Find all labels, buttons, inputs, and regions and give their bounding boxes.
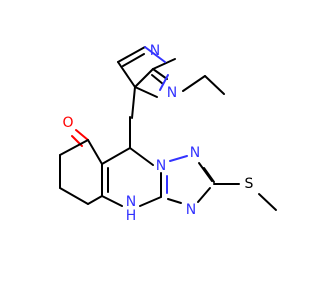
bond-c3-c4-pyrazole <box>134 68 154 88</box>
bond-ring-pyrazole-n-n <box>159 74 169 91</box>
atom-h-amine: H <box>126 208 137 224</box>
bond-c4-c5-pyrazole-inner <box>151 74 164 85</box>
bond-n2-c-triazole-inner <box>203 167 215 183</box>
atom-labels: N N O N N N S N H <box>62 43 253 224</box>
bond-central-to-n-triazole <box>129 147 154 166</box>
atom-o-ketone: O <box>62 115 73 131</box>
bond-ring-pyrazole-b-inner <box>122 53 145 67</box>
bond-c8a-c8 <box>87 139 103 165</box>
core-bonds <box>59 116 277 211</box>
pyrazole-ring <box>117 46 225 119</box>
bond-nh-c3a <box>139 196 162 207</box>
atom-n-pyrazole-2: N <box>167 85 177 101</box>
bond-n2-c-triazole <box>198 162 213 182</box>
bond-c4-c5-pyrazole <box>152 68 168 80</box>
bond-c5-c1-pyrazole <box>152 58 176 70</box>
bond-s-methyl <box>258 193 277 211</box>
atom-n-pyrazole-1: N <box>150 43 160 59</box>
bond-c8-o-1 <box>75 129 89 141</box>
bond-c5-c4a <box>87 195 103 205</box>
bond-ethyl-2 <box>204 75 225 95</box>
bond-c-n1 <box>134 86 158 98</box>
atom-n-amine: N <box>126 194 136 210</box>
atom-n-triazole-a: N <box>156 158 166 174</box>
bond-central-to-c8a <box>101 147 131 165</box>
atom-s-thioether: S <box>245 176 254 192</box>
bond-ring-pyrazole-c <box>144 46 166 63</box>
bond-c8-c7 <box>59 139 89 156</box>
bond-ethyl-1 <box>182 75 206 92</box>
molecule-structure-diagram: N N O N N N S N H <box>59 43 277 224</box>
bond-n1-n2-triazole <box>169 155 188 162</box>
bond-c6-c5 <box>59 187 89 205</box>
bond-ring-pyrazole-b <box>117 46 146 63</box>
bond-c3-c2-pyrazole <box>131 86 136 119</box>
bond-n3-c3a <box>167 198 182 204</box>
bond-c4a-nh <box>101 195 123 207</box>
bond-c-n3-triazole <box>197 187 211 203</box>
bond-ring-pyrazole-a <box>117 61 136 88</box>
atom-n-triazole-c: N <box>186 202 196 218</box>
atom-n-triazole-b: N <box>190 145 200 161</box>
